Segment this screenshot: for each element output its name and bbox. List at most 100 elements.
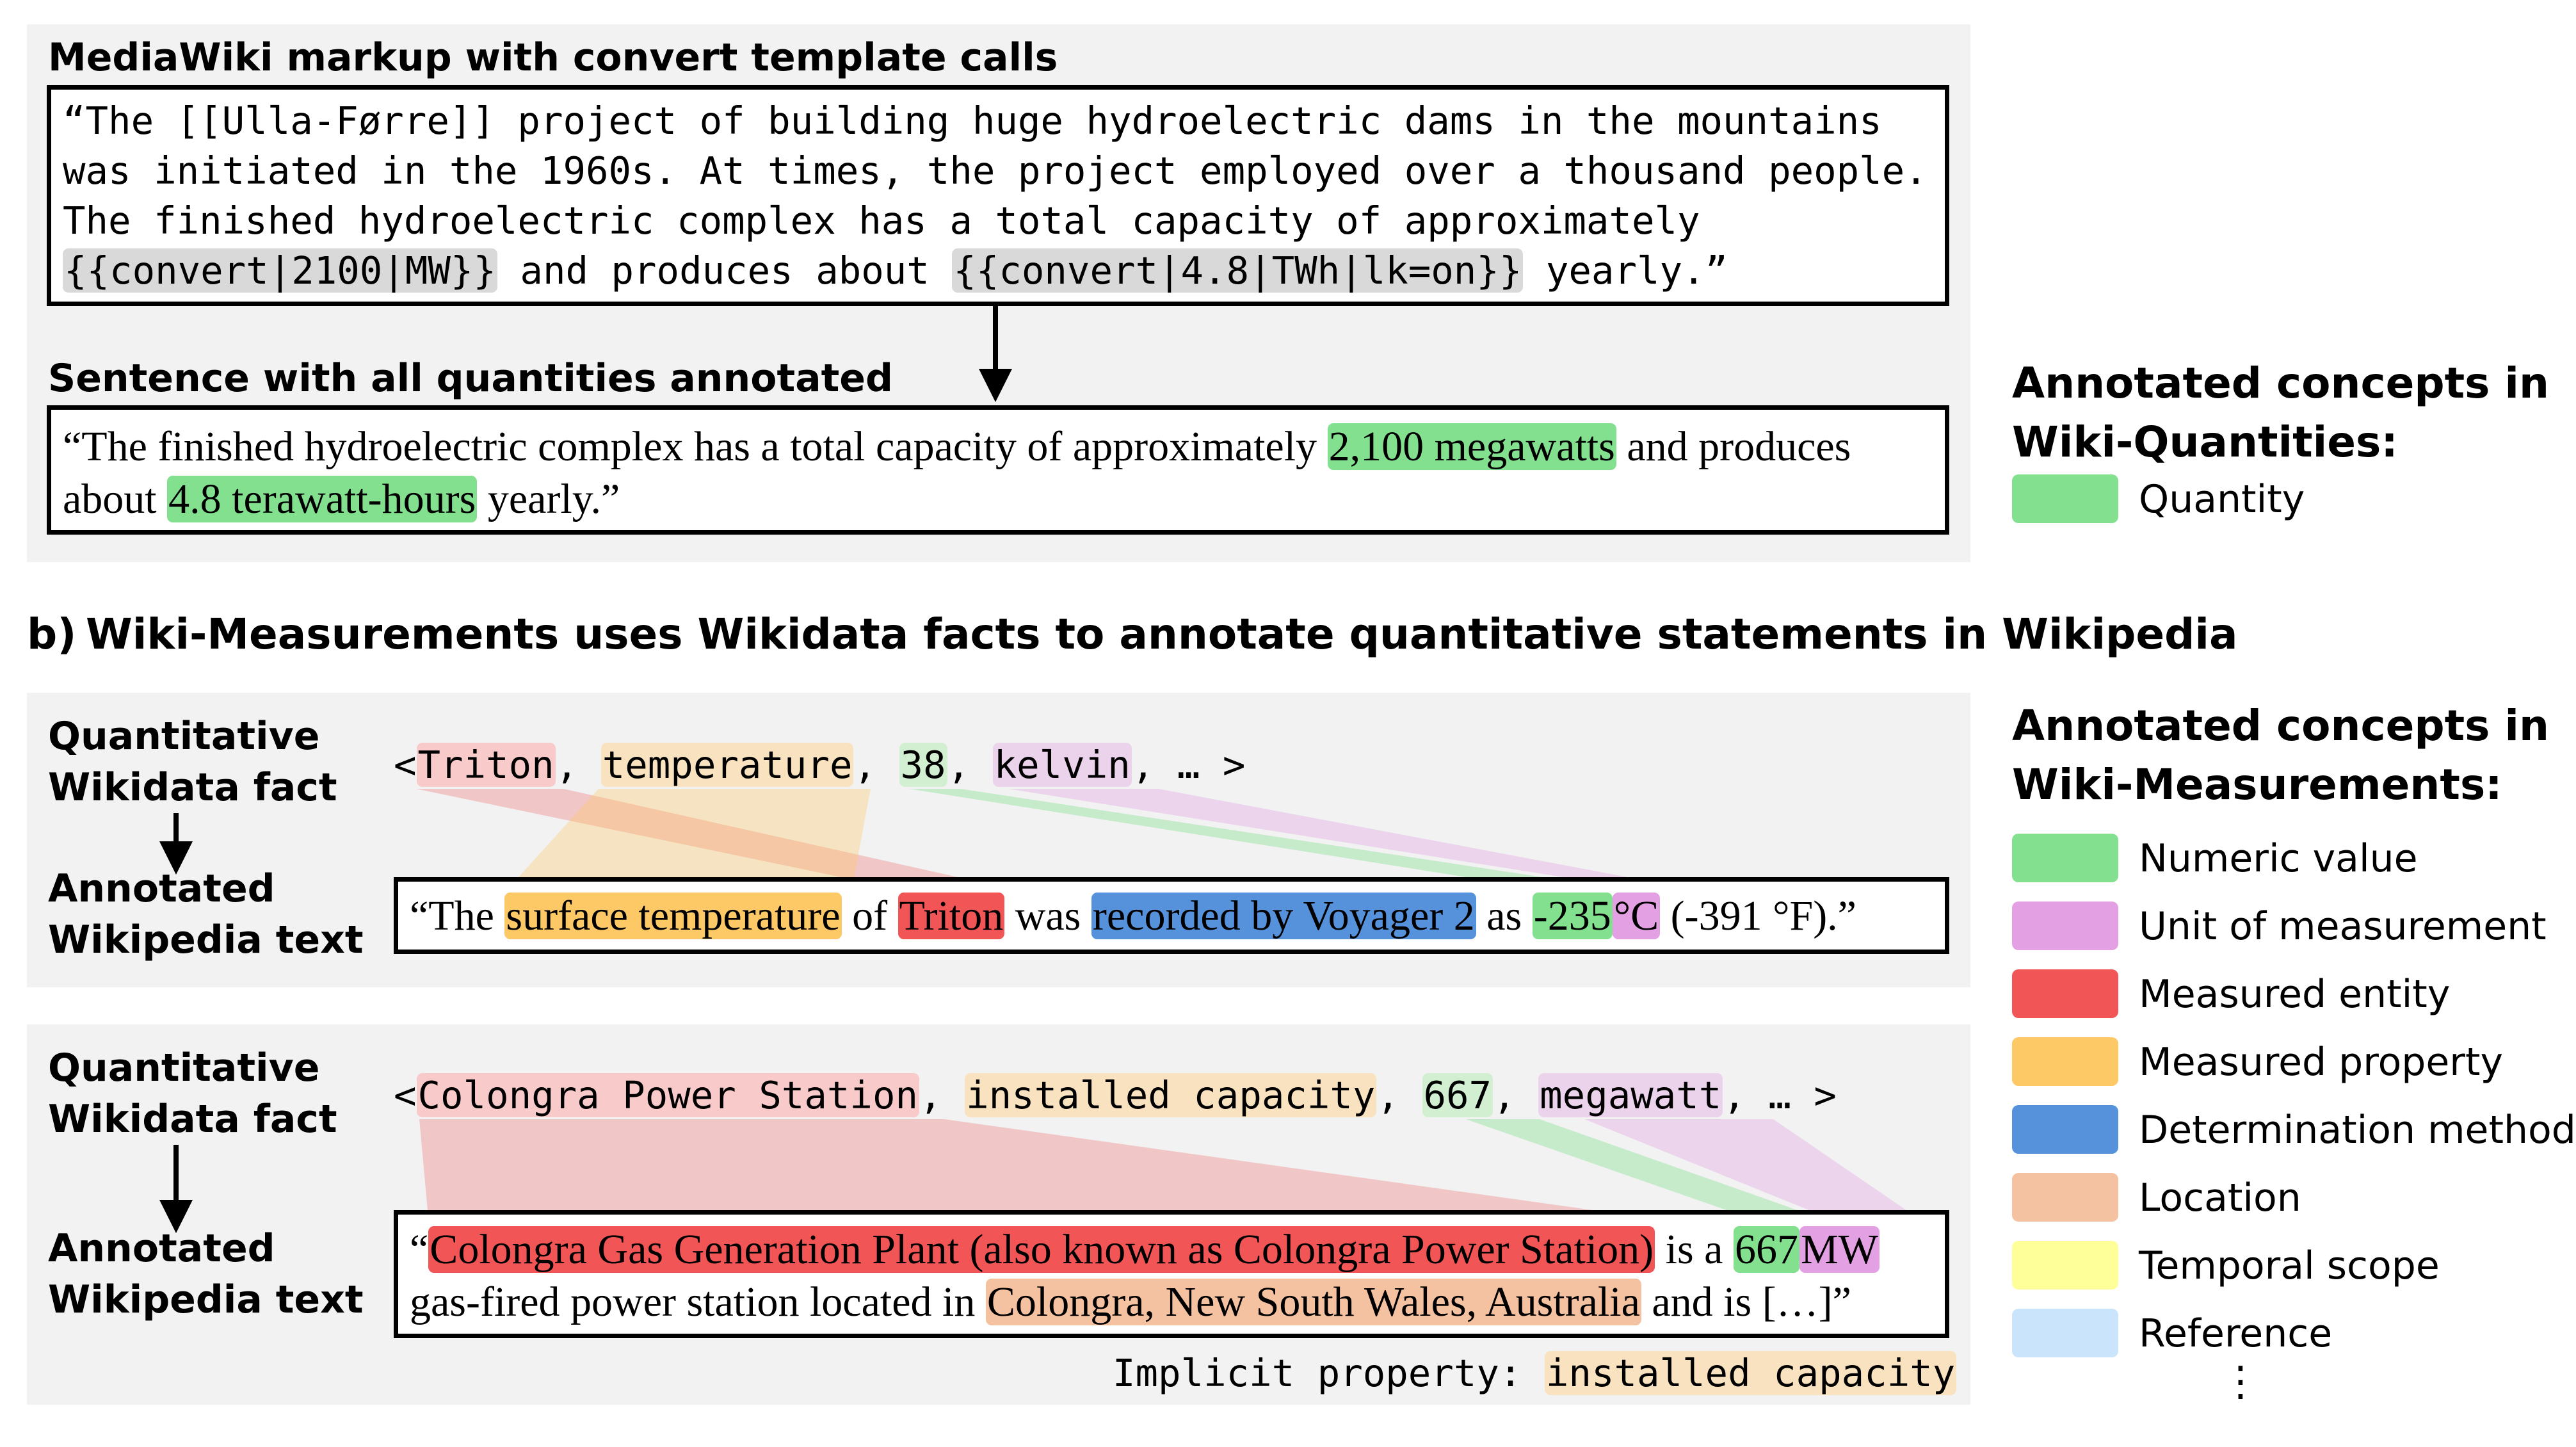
text-entity: Triton [898, 893, 1005, 939]
sentence-line2-start: about [63, 476, 168, 522]
text-end: and is […]” [1641, 1279, 1851, 1325]
fact-entity: Triton [416, 743, 556, 787]
legend-swatch [2012, 969, 2118, 1018]
text-open: “ [410, 1226, 429, 1273]
implicit-label: Implicit property: [1113, 1351, 1545, 1395]
fact-open: < [394, 1073, 417, 1117]
text-open: “The [410, 893, 505, 939]
annotated-sentence-box [47, 405, 1949, 535]
fact-property: installed capacity [965, 1073, 1377, 1117]
legend-b-title-1: Annotated concepts in [2012, 701, 2550, 750]
ribbon-entity-1 [416, 789, 1021, 891]
wikipedia-text-2-line-2: gas-fired power station located in Colon… [410, 1276, 1851, 1329]
ribbon-value-1 [909, 789, 1636, 891]
text-value: -235 [1532, 893, 1613, 939]
legend-label: Location [2139, 1176, 2301, 1220]
text-isa: is a [1655, 1226, 1734, 1273]
legend-swatch [2012, 1037, 2118, 1086]
legend-label: Measured entity [2139, 972, 2451, 1017]
markup-line-2: was initiated in the 1960s. At times, th… [63, 149, 1928, 193]
legend-label: Determination method [2139, 1108, 2576, 1152]
implicit-property: Implicit property: installed capacity [1113, 1348, 1957, 1398]
wikipedia-text-1: “The surface temperature of Triton was r… [410, 890, 1856, 942]
text-label-1b: Wikipedia text [48, 918, 364, 962]
fact-value: 38 [899, 743, 947, 787]
legend-more-icon: ⋮ [2220, 1358, 2261, 1405]
fact-sep: , [919, 1073, 942, 1117]
fact-entity: Colongra Power Station [416, 1073, 919, 1117]
fact-sep: , [1723, 1073, 1746, 1117]
legend-swatch [2012, 1173, 2118, 1222]
text-entity: Colongra Gas Generation Plant (also know… [428, 1226, 1655, 1273]
legend-swatch [2012, 1105, 2118, 1154]
fact-sep: , [853, 743, 876, 787]
legend-swatch [2012, 1309, 2118, 1357]
arrow-shaft-1 [173, 813, 179, 844]
fact-unit: kelvin [992, 743, 1132, 787]
text-was: was [1004, 893, 1091, 939]
markup-end-text: yearly.” [1523, 248, 1728, 293]
text-of: of [841, 893, 898, 939]
fact-sep: , [555, 743, 579, 787]
fact-value: 667 [1422, 1073, 1493, 1117]
legend-swatch [2012, 834, 2118, 882]
text-label-1a: Annotated [48, 866, 275, 911]
implicit-value: installed capacity [1544, 1351, 1957, 1395]
legend-label: Quantity [2139, 477, 2305, 522]
convert-template-2: {{convert|4.8|TWh|lk=on}} [952, 248, 1524, 293]
legend-b-title-2: Wiki-Measurements: [2012, 760, 2502, 809]
ribbon-property-1 [506, 789, 871, 891]
legend-label: Reference [2139, 1311, 2333, 1356]
sentence-end: yearly.” [477, 476, 620, 522]
section-b-letter: b) [27, 610, 77, 659]
text-property: surface temperature [504, 893, 842, 939]
text-unit: °C [1612, 893, 1661, 939]
wikipedia-text-2-line-1: “Colongra Gas Generation Plant (also kno… [410, 1224, 1880, 1276]
annotated-line-1: “The finished hydroelectric complex has … [63, 421, 1851, 473]
text-method: recorded by Voyager 2 [1091, 893, 1476, 939]
ribbon-value-2 [1466, 1119, 1837, 1224]
sentence-start: “The finished hydroelectric complex has … [63, 423, 1328, 470]
annotated-heading: Sentence with all quantities annotated [48, 356, 893, 401]
quantity-2: 4.8 terawatt-hours [167, 476, 478, 522]
legend-a-title-2: Wiki-Quantities: [2012, 417, 2398, 467]
text-location: Colongra, New South Wales, Australia [985, 1279, 1641, 1325]
legend-swatch [2012, 1241, 2118, 1289]
fact-sep: , [1493, 1073, 1516, 1117]
text-line2-start: gas-fired power station located in [410, 1279, 986, 1325]
text-as: as [1476, 893, 1533, 939]
legend-swatch [2012, 474, 2118, 523]
section-b-title: Wiki-Measurements uses Wikidata facts to… [86, 610, 2238, 659]
text-label-2a: Annotated [48, 1226, 275, 1271]
markup-line-1: “The [[Ulla-Førre]] project of building … [63, 99, 1882, 143]
legend-swatch [2012, 901, 2118, 950]
arrow-down-icon [159, 1200, 193, 1233]
arrow-shaft-2 [173, 1145, 179, 1202]
sentence-mid: and produces [1616, 423, 1851, 470]
fact-close: … > [1768, 1073, 1837, 1117]
legend-a-title-1: Annotated concepts in [2012, 359, 2550, 408]
wikidata-fact-2: <Colongra Power Station, installed capac… [394, 1071, 1837, 1120]
fact-label-1a: Quantitative [48, 714, 320, 759]
fact-label-1b: Wikidata fact [48, 765, 337, 810]
fact-close: … > [1177, 743, 1246, 787]
wikidata-fact-1: <Triton, temperature, 38, kelvin, … > [394, 740, 1245, 790]
legend-label: Temporal scope [2139, 1243, 2440, 1288]
text-end: (-391 °F).” [1660, 893, 1856, 939]
markup-line-3: The finished hydroelectric complex has a… [63, 198, 1700, 243]
arrow-down-icon [979, 369, 1012, 402]
ribbon-unit-1 [1008, 789, 1703, 891]
fact-label-2b: Wikidata fact [48, 1097, 337, 1142]
quantity-1: 2,100 megawatts [1327, 423, 1616, 470]
legend-label: Numeric value [2139, 836, 2418, 881]
markup-line-4: {{convert|2100|MW}} and produces about {… [63, 246, 1728, 296]
convert-template-1: {{convert|2100|MW}} [63, 248, 497, 293]
fact-sep: , [1131, 743, 1155, 787]
arrow-down-icon [159, 841, 193, 875]
legend-label: Measured property [2139, 1040, 2504, 1085]
arrow-shaft-a [993, 306, 998, 370]
markup-heading: MediaWiki markup with convert template c… [48, 35, 1058, 80]
ribbon-entity-2 [419, 1119, 1693, 1224]
legend-label: Unit of measurement [2139, 904, 2547, 949]
